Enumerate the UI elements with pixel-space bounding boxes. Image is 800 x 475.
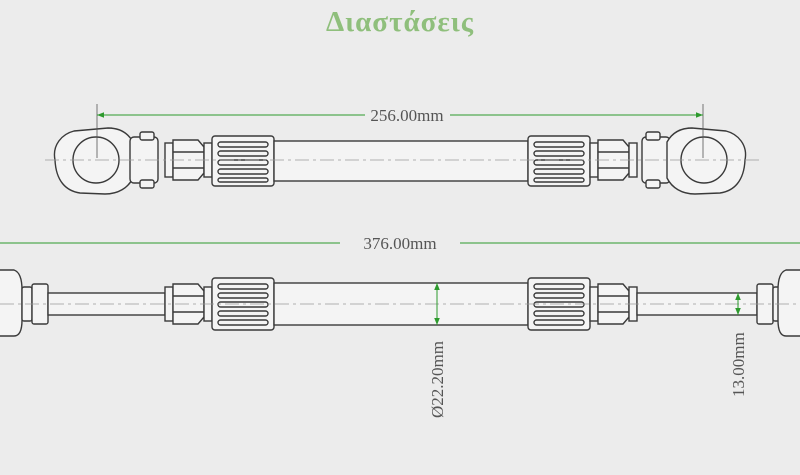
dimension-top-length-label: 256.00mm xyxy=(370,106,443,125)
dimension-total-length: 376.00mm xyxy=(0,234,800,253)
left-end-fitting xyxy=(0,269,49,337)
right-grip xyxy=(527,135,591,187)
page-title: Διαστάσεις xyxy=(325,6,475,38)
left-clamp xyxy=(53,127,159,195)
dimension-tube-diameter: Ø22.20mm xyxy=(428,283,447,418)
right-end-fitting xyxy=(756,269,800,337)
top-view-bar xyxy=(53,127,747,195)
right-clamp xyxy=(641,127,747,195)
dimension-rod-diameter: 13.00mm xyxy=(729,293,748,397)
center-tube xyxy=(273,140,529,182)
dimension-rod-diameter-label: 13.00mm xyxy=(729,332,748,397)
dimension-total-length-label: 376.00mm xyxy=(363,234,436,253)
dimension-top-length: 256.00mm xyxy=(96,104,704,158)
dimension-tube-diameter-label: Ø22.20mm xyxy=(428,341,447,418)
bottom-view-bar xyxy=(0,269,800,337)
left-grip xyxy=(211,135,275,187)
